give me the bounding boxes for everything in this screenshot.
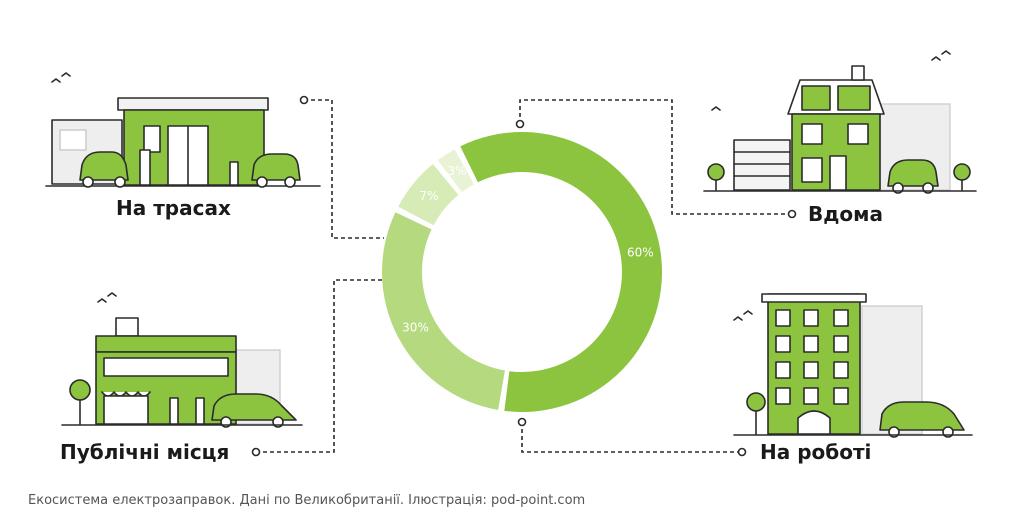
highway-station-illustration xyxy=(45,72,321,188)
donut-slice-1 xyxy=(460,132,662,412)
donut-data-label-1: 60% xyxy=(627,245,654,259)
donut-slice-4 xyxy=(437,149,474,193)
label-home: Вдома xyxy=(808,202,883,226)
label-work: На роботі xyxy=(760,440,871,464)
home-illustration xyxy=(703,50,977,194)
donut-data-label-4: 3% xyxy=(447,164,466,178)
connectors xyxy=(251,95,797,457)
connector-dot-public xyxy=(251,447,261,457)
donut-slice-3 xyxy=(398,164,459,226)
caption: Екосистема електрозаправок. Дані по Вели… xyxy=(28,493,585,508)
connector-dot-home-end xyxy=(787,209,797,219)
office-illustration xyxy=(733,293,973,438)
connector-dot-home xyxy=(515,119,525,129)
connector-highways xyxy=(304,99,384,239)
connector-work xyxy=(521,422,742,453)
donut-slice-2 xyxy=(382,212,505,410)
public-place-illustration xyxy=(61,292,303,428)
donut-data-label-3: 7% xyxy=(419,189,438,203)
donut-chart: 60% 30% 7% 3% xyxy=(382,132,662,412)
connector-public xyxy=(256,279,384,453)
connector-dot-work xyxy=(517,417,527,427)
connector-dot-highways xyxy=(299,95,309,105)
connector-dot-work-end xyxy=(737,447,747,457)
connector-home xyxy=(519,99,792,215)
label-public: Публічні місця xyxy=(60,440,229,464)
donut-data-label-2: 30% xyxy=(402,320,429,334)
label-highways: На трасах xyxy=(116,196,231,220)
